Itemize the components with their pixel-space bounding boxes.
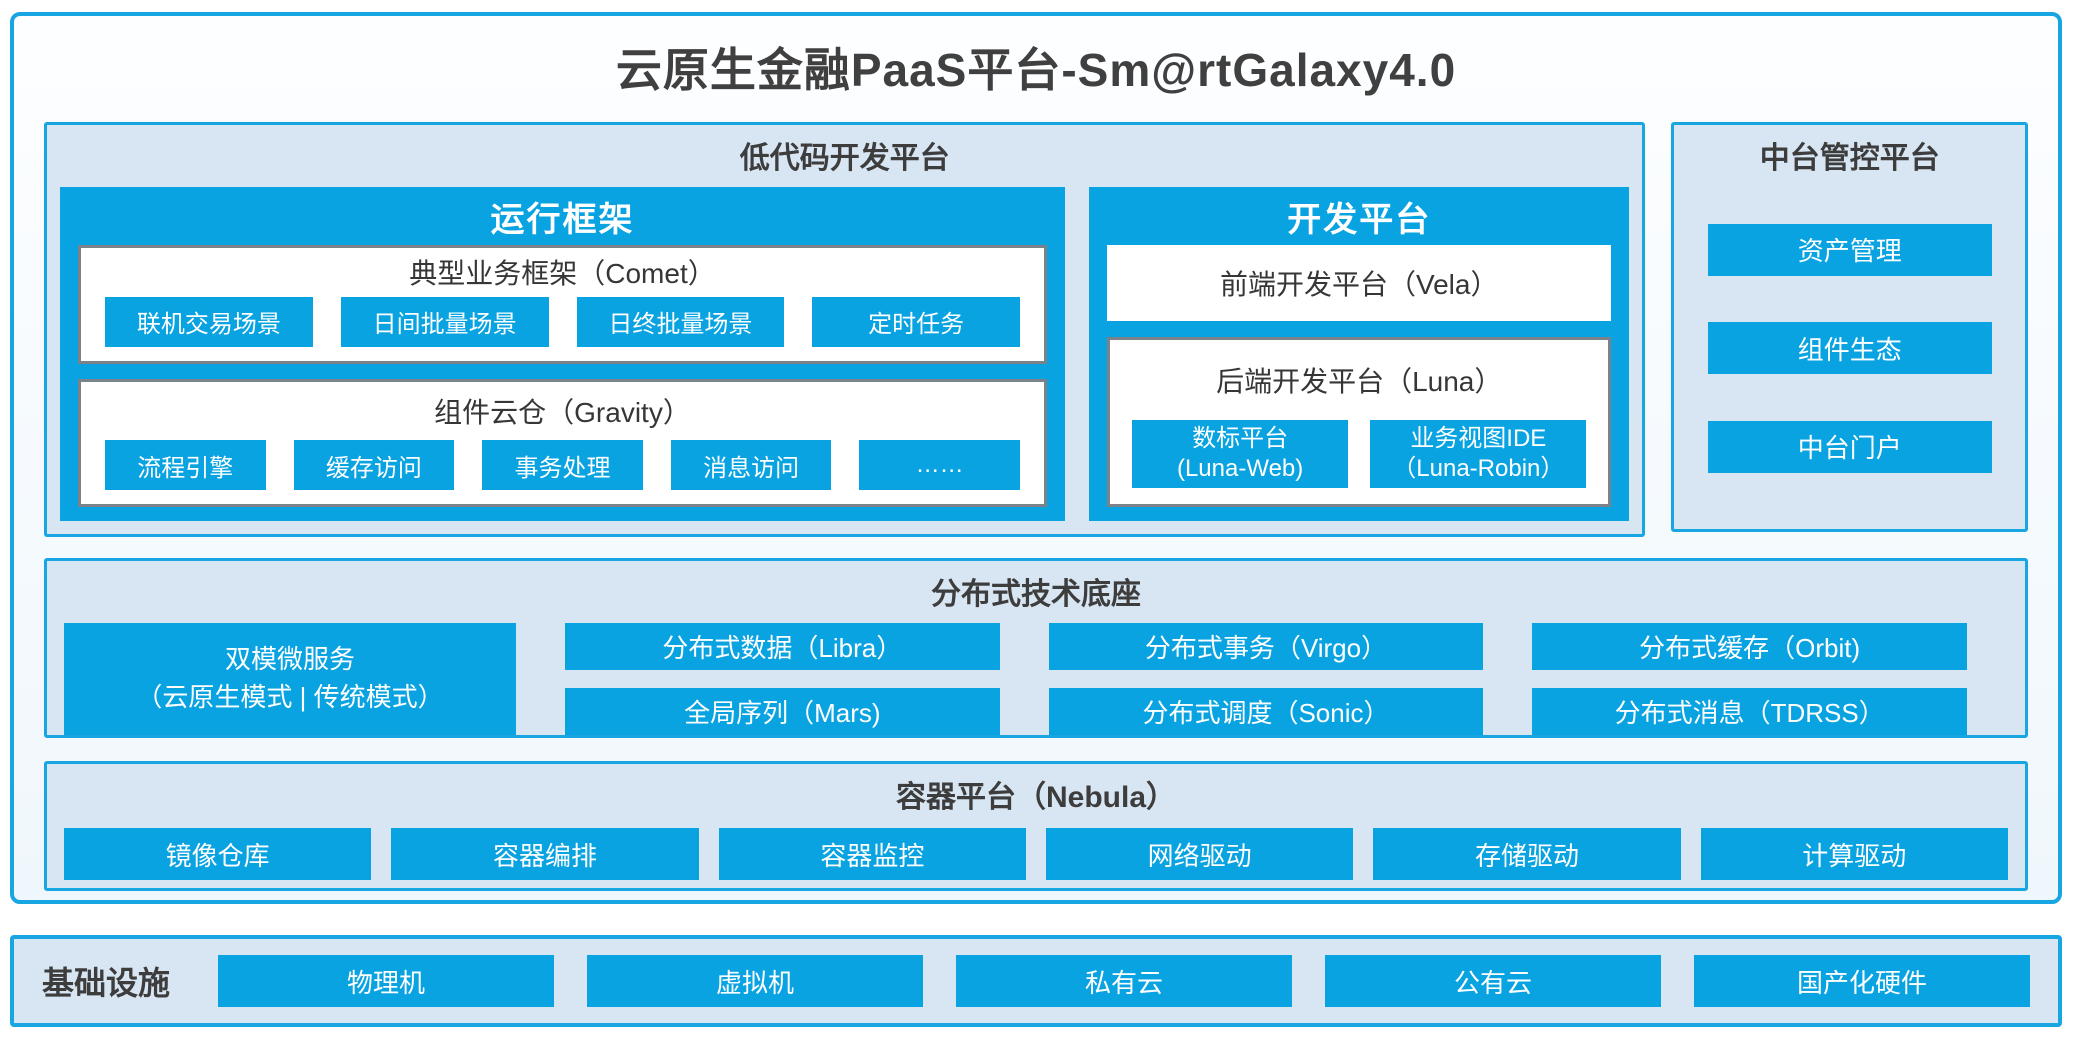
container-item-orchestration: 容器编排 [391, 828, 699, 880]
dist-item-sonic-scheduler: 分布式调度（Sonic） [1048, 688, 1484, 735]
gravity-warehouse-box: 组件云仓（Gravity） 流程引擎 缓存访问 事务处理 消息访问 …… [78, 378, 1047, 507]
comet-item-scheduled-task: 定时任务 [812, 296, 1020, 347]
container-item-storage-driver: 存储驱动 [1373, 828, 1681, 880]
dist-item-virgo-transaction: 分布式事务（Virgo） [1048, 623, 1484, 670]
gravity-item-process-engine: 流程引擎 [105, 440, 266, 490]
runtime-framework-box: 运行框架 典型业务框架（Comet） 联机交易场景 日间批量场景 日终批量场景 … [60, 187, 1065, 521]
lowcode-platform-title: 低代码开发平台 [739, 142, 950, 175]
container-item-monitoring: 容器监控 [718, 828, 1026, 880]
vela-frontend-box: 前端开发平台（Vela） [1107, 245, 1612, 321]
gravity-item-ellipsis: …… [859, 440, 1020, 490]
midplat-item-component-eco: 组件生态 [1707, 322, 1992, 374]
page-title: 云原生金融PaaS平台-Sm@rtGalaxy4.0 [615, 44, 1457, 96]
runtime-framework-title: 运行框架 [490, 200, 635, 239]
dual-mode-microservice-box: 双模微服务 （云原生模式 | 传统模式） [64, 623, 516, 735]
platform-frame: 云原生金融PaaS平台-Sm@rtGalaxy4.0 低代码开发平台 运行框架 … [10, 12, 2062, 904]
luna-backend-title: 后端开发平台（Luna） [1216, 366, 1503, 397]
dev-platform-title: 开发平台 [1287, 200, 1432, 239]
infra-item-domestic-hardware: 国产化硬件 [1694, 955, 2030, 1007]
dist-item-tdrss-message: 分布式消息（TDRSS） [1532, 688, 1967, 735]
luna-robin-item: 业务视图IDE （Luna-Robin） [1370, 420, 1587, 488]
luna-web-code: (Luna-Web) [1176, 455, 1304, 482]
gravity-item-cache-access: 缓存访问 [293, 440, 455, 490]
midplatform-title: 中台管控平台 [1759, 142, 1940, 175]
luna-robin-code: （Luna-Robin） [1392, 455, 1565, 482]
distributed-base-panel: 分布式技术底座 双模微服务 （云原生模式 | 传统模式） 分布式数据（Libra… [44, 558, 2028, 738]
midplat-item-asset-mgmt: 资产管理 [1707, 223, 1992, 276]
gravity-warehouse-title: 组件云仓（Gravity） [434, 396, 691, 428]
top-row: 低代码开发平台 运行框架 典型业务框架（Comet） 联机交易场景 日间批量场景… [44, 122, 2028, 537]
container-item-image-registry: 镜像仓库 [64, 828, 372, 880]
gravity-item-transaction: 事务处理 [482, 440, 643, 490]
infrastructure-items: 物理机 虚拟机 私有云 公有云 国产化硬件 [218, 955, 2030, 1007]
midplatform-panel: 中台管控平台 资产管理 组件生态 中台门户 [1671, 122, 2028, 532]
dist-item-orbit-cache: 分布式缓存（Orbit) [1532, 623, 1967, 670]
dual-mode-line2: （云原生模式 | 传统模式） [136, 682, 444, 712]
luna-items-row: 数标平台 (Luna-Web) 业务视图IDE （Luna-Robin） [1132, 420, 1587, 488]
comet-framework-title: 典型业务框架（Comet） [409, 258, 716, 290]
distributed-base-title: 分布式技术底座 [931, 578, 1141, 611]
dist-item-libra-data: 分布式数据（Libra） [565, 623, 1000, 670]
luna-web-item: 数标平台 (Luna-Web) [1132, 420, 1349, 488]
dual-mode-line1: 双模微服务 [224, 644, 355, 675]
container-platform-panel: 容器平台（Nebula） 镜像仓库 容器编排 容器监控 网络驱动 存储驱动 计算… [44, 761, 2028, 891]
container-items-row: 镜像仓库 容器编排 容器监控 网络驱动 存储驱动 计算驱动 [64, 828, 2008, 880]
infrastructure-title: 基础设施 [42, 965, 171, 1001]
gravity-item-message-access: 消息访问 [670, 440, 832, 490]
dist-item-mars-sequence: 全局序列（Mars) [565, 688, 1000, 735]
luna-web-name: 数标平台 [1192, 425, 1289, 452]
container-item-compute-driver: 计算驱动 [1700, 828, 2008, 880]
infra-item-physical-machine: 物理机 [218, 955, 554, 1007]
lowcode-platform-panel: 低代码开发平台 运行框架 典型业务框架（Comet） 联机交易场景 日间批量场景… [44, 122, 1646, 537]
infrastructure-panel: 基础设施 物理机 虚拟机 私有云 公有云 国产化硬件 [10, 935, 2062, 1027]
comet-items-row: 联机交易场景 日间批量场景 日终批量场景 定时任务 [105, 296, 1020, 347]
comet-item-intraday-batch: 日间批量场景 [340, 296, 549, 347]
infra-item-private-cloud: 私有云 [956, 955, 1292, 1007]
infra-item-public-cloud: 公有云 [1325, 955, 1661, 1007]
container-item-network-driver: 网络驱动 [1045, 828, 1354, 880]
comet-item-online-trade: 联机交易场景 [105, 296, 313, 347]
luna-robin-name: 业务视图IDE [1410, 425, 1547, 452]
comet-framework-box: 典型业务框架（Comet） 联机交易场景 日间批量场景 日终批量场景 定时任务 [78, 245, 1047, 364]
distributed-items-grid: 双模微服务 （云原生模式 | 传统模式） 分布式数据（Libra） 分布式事务（… [64, 623, 1967, 735]
midplatform-items: 资产管理 组件生态 中台门户 [1674, 177, 2025, 529]
luna-backend-box: 后端开发平台（Luna） 数标平台 (Luna-Web) 业务视图IDE （Lu… [1107, 337, 1612, 507]
gravity-items-row: 流程引擎 缓存访问 事务处理 消息访问 …… [105, 440, 1020, 490]
dev-platform-box: 开发平台 前端开发平台（Vela） 后端开发平台（Luna） 数标平台 (Lun… [1089, 187, 1630, 521]
container-platform-title: 容器平台（Nebula） [895, 781, 1177, 814]
lowcode-platform-body: 运行框架 典型业务框架（Comet） 联机交易场景 日间批量场景 日终批量场景 … [47, 177, 1642, 534]
infra-item-virtual-machine: 虚拟机 [587, 955, 923, 1007]
comet-item-eod-batch: 日终批量场景 [576, 296, 785, 347]
midplat-item-portal: 中台门户 [1707, 420, 1992, 473]
vela-frontend-label: 前端开发平台（Vela） [1219, 269, 1499, 300]
